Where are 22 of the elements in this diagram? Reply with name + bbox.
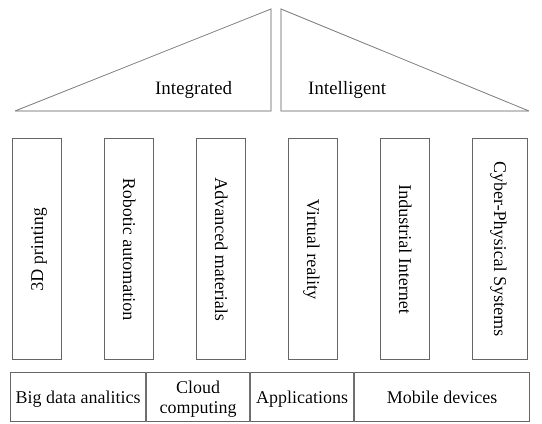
pillar-label: Robotic automation — [119, 178, 139, 320]
pillar-box — [12, 138, 62, 360]
pillar-label: 3D printing — [27, 207, 47, 291]
pillar-box — [104, 138, 154, 360]
foundation-label: Cloud computing — [158, 377, 238, 417]
pillar-label: Cyber-Physical Systems — [490, 160, 510, 339]
pillar-label: Advanced materials — [211, 177, 231, 321]
pillar-box — [472, 138, 528, 360]
pillar-box — [196, 138, 246, 360]
pillar-box — [288, 138, 338, 360]
foundation-cell — [354, 372, 530, 422]
pillar-label: Virtual reality — [303, 198, 323, 300]
pillar-box — [380, 138, 430, 360]
foundation-label: Mobile devices — [386, 387, 498, 407]
foundation-cell — [250, 372, 354, 422]
pillar-label: Industrial Internet — [395, 184, 415, 314]
foundation-label: Big data analitics — [16, 387, 140, 407]
foundation-label: Applications — [256, 387, 348, 407]
roof-label: Intelligent — [308, 78, 386, 100]
foundation-cell — [10, 372, 146, 422]
roof-label: Integrated — [154, 78, 232, 100]
foundation-cell — [146, 372, 250, 422]
